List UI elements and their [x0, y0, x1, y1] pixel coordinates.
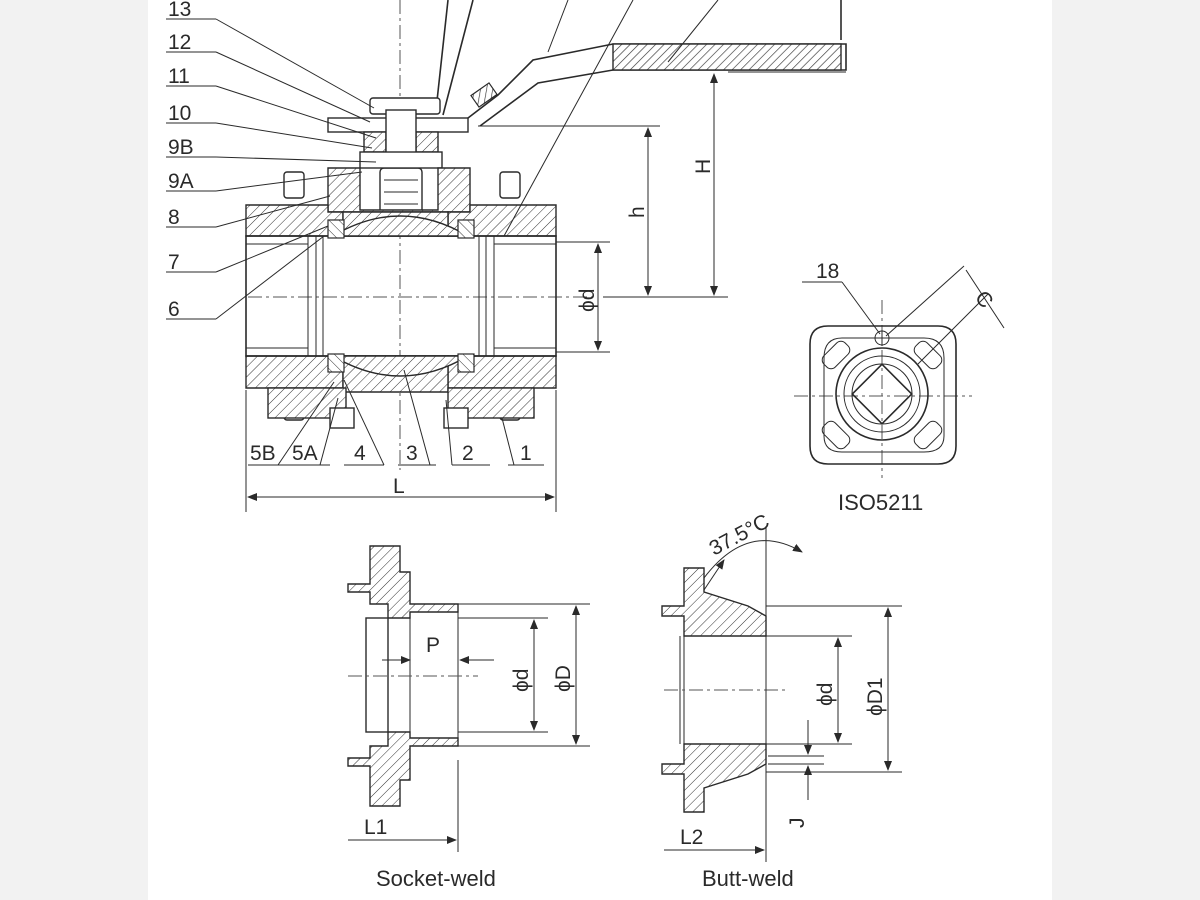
handle-lever	[435, 0, 847, 127]
dimension-h-large: H	[692, 159, 715, 174]
dimension-l: L	[393, 475, 405, 498]
part-leaders-bottom	[248, 369, 544, 466]
socket-weld-caption: Socket-weld	[376, 866, 496, 891]
part-number-5a: 5A	[292, 442, 318, 465]
dimension-c: C	[970, 286, 997, 312]
body-bolts	[267, 171, 535, 429]
part-number-12: 12	[168, 31, 191, 54]
iso5211-mounting-pad-view: 18 C ISO5211	[794, 260, 1005, 515]
part-number-1: 1	[520, 442, 532, 465]
part-number-8: 8	[168, 206, 180, 229]
part-number-9b: 9B	[168, 136, 194, 159]
dimension-phi-d-socket: ϕd	[510, 669, 533, 692]
socket-weld-detail: P ϕd ϕD L1 Socket-weld	[347, 545, 590, 891]
dimension-phi-d: ϕd	[576, 289, 599, 312]
valve-section-view: 13 12 11 10 9B 9A 8 7 6 5B 5A 4	[166, 0, 847, 512]
dimension-phi-d-butt: ϕd	[814, 683, 837, 706]
part-number-6: 6	[168, 298, 180, 321]
drawing-sheet: 13 12 11 10 9B 9A 8 7 6 5B 5A 4	[148, 0, 1052, 900]
dimension-l1: L1	[364, 816, 387, 839]
dimension-h-small: h	[626, 206, 649, 218]
part-number-10: 10	[168, 102, 191, 125]
part-number-13: 13	[168, 0, 191, 21]
iso5211-label: ISO5211	[838, 490, 923, 515]
dimension-p: P	[426, 634, 440, 657]
part-number-5b: 5B	[250, 442, 276, 465]
butt-weld-caption: Butt-weld	[702, 866, 794, 891]
part-number-7: 7	[168, 251, 180, 274]
part-number-3: 3	[406, 442, 418, 465]
part-number-18: 18	[816, 260, 839, 283]
dimension-l2: L2	[680, 826, 703, 849]
dimension-phi-D: ϕD	[552, 665, 575, 692]
part-number-4: 4	[354, 442, 366, 465]
ball-valve-drawing: 13 12 11 10 9B 9A 8 7 6 5B 5A 4	[166, 0, 1005, 891]
dimension-angle: 37.5°C	[706, 510, 774, 561]
butt-weld-detail: 37.5°C ϕd ϕD1 J L2 Butt-weld	[661, 510, 902, 891]
stem-assembly	[327, 97, 469, 231]
part-leaders-left	[166, 18, 377, 320]
dimension-j: J	[786, 818, 809, 829]
part-number-9a: 9A	[168, 170, 194, 193]
dimension-phi-D1: ϕD1	[864, 677, 887, 716]
part-number-11: 11	[168, 65, 190, 88]
part-number-2: 2	[462, 442, 474, 465]
